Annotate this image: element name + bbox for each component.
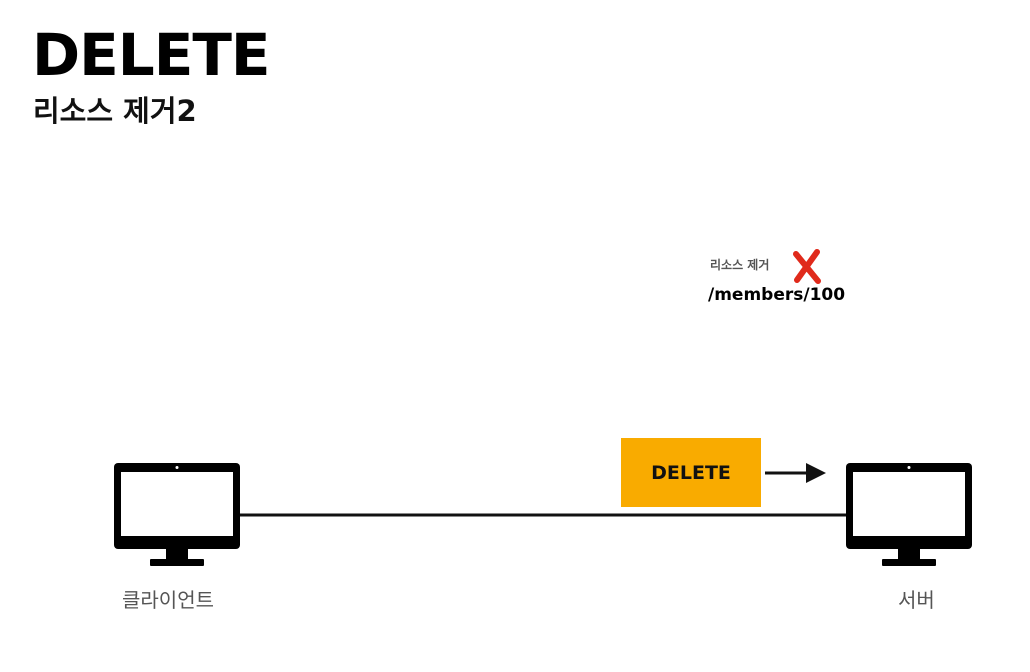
client-label: 클라이언트: [122, 588, 214, 612]
http-method-label: DELETE: [651, 461, 731, 484]
server-monitor-icon: [846, 463, 972, 566]
client-monitor-icon: [114, 463, 240, 566]
resource-path: /members/100: [708, 285, 846, 305]
page-title: DELETE: [32, 21, 271, 89]
resource-remove-label: 리소스 제거: [710, 258, 770, 272]
server-label: 서버: [898, 588, 935, 612]
request-arrow-head: [806, 463, 826, 483]
cross-mark-icon: [793, 249, 821, 284]
http-method-box: DELETE: [621, 438, 761, 507]
page-subtitle: 리소스 제거2: [33, 94, 197, 128]
